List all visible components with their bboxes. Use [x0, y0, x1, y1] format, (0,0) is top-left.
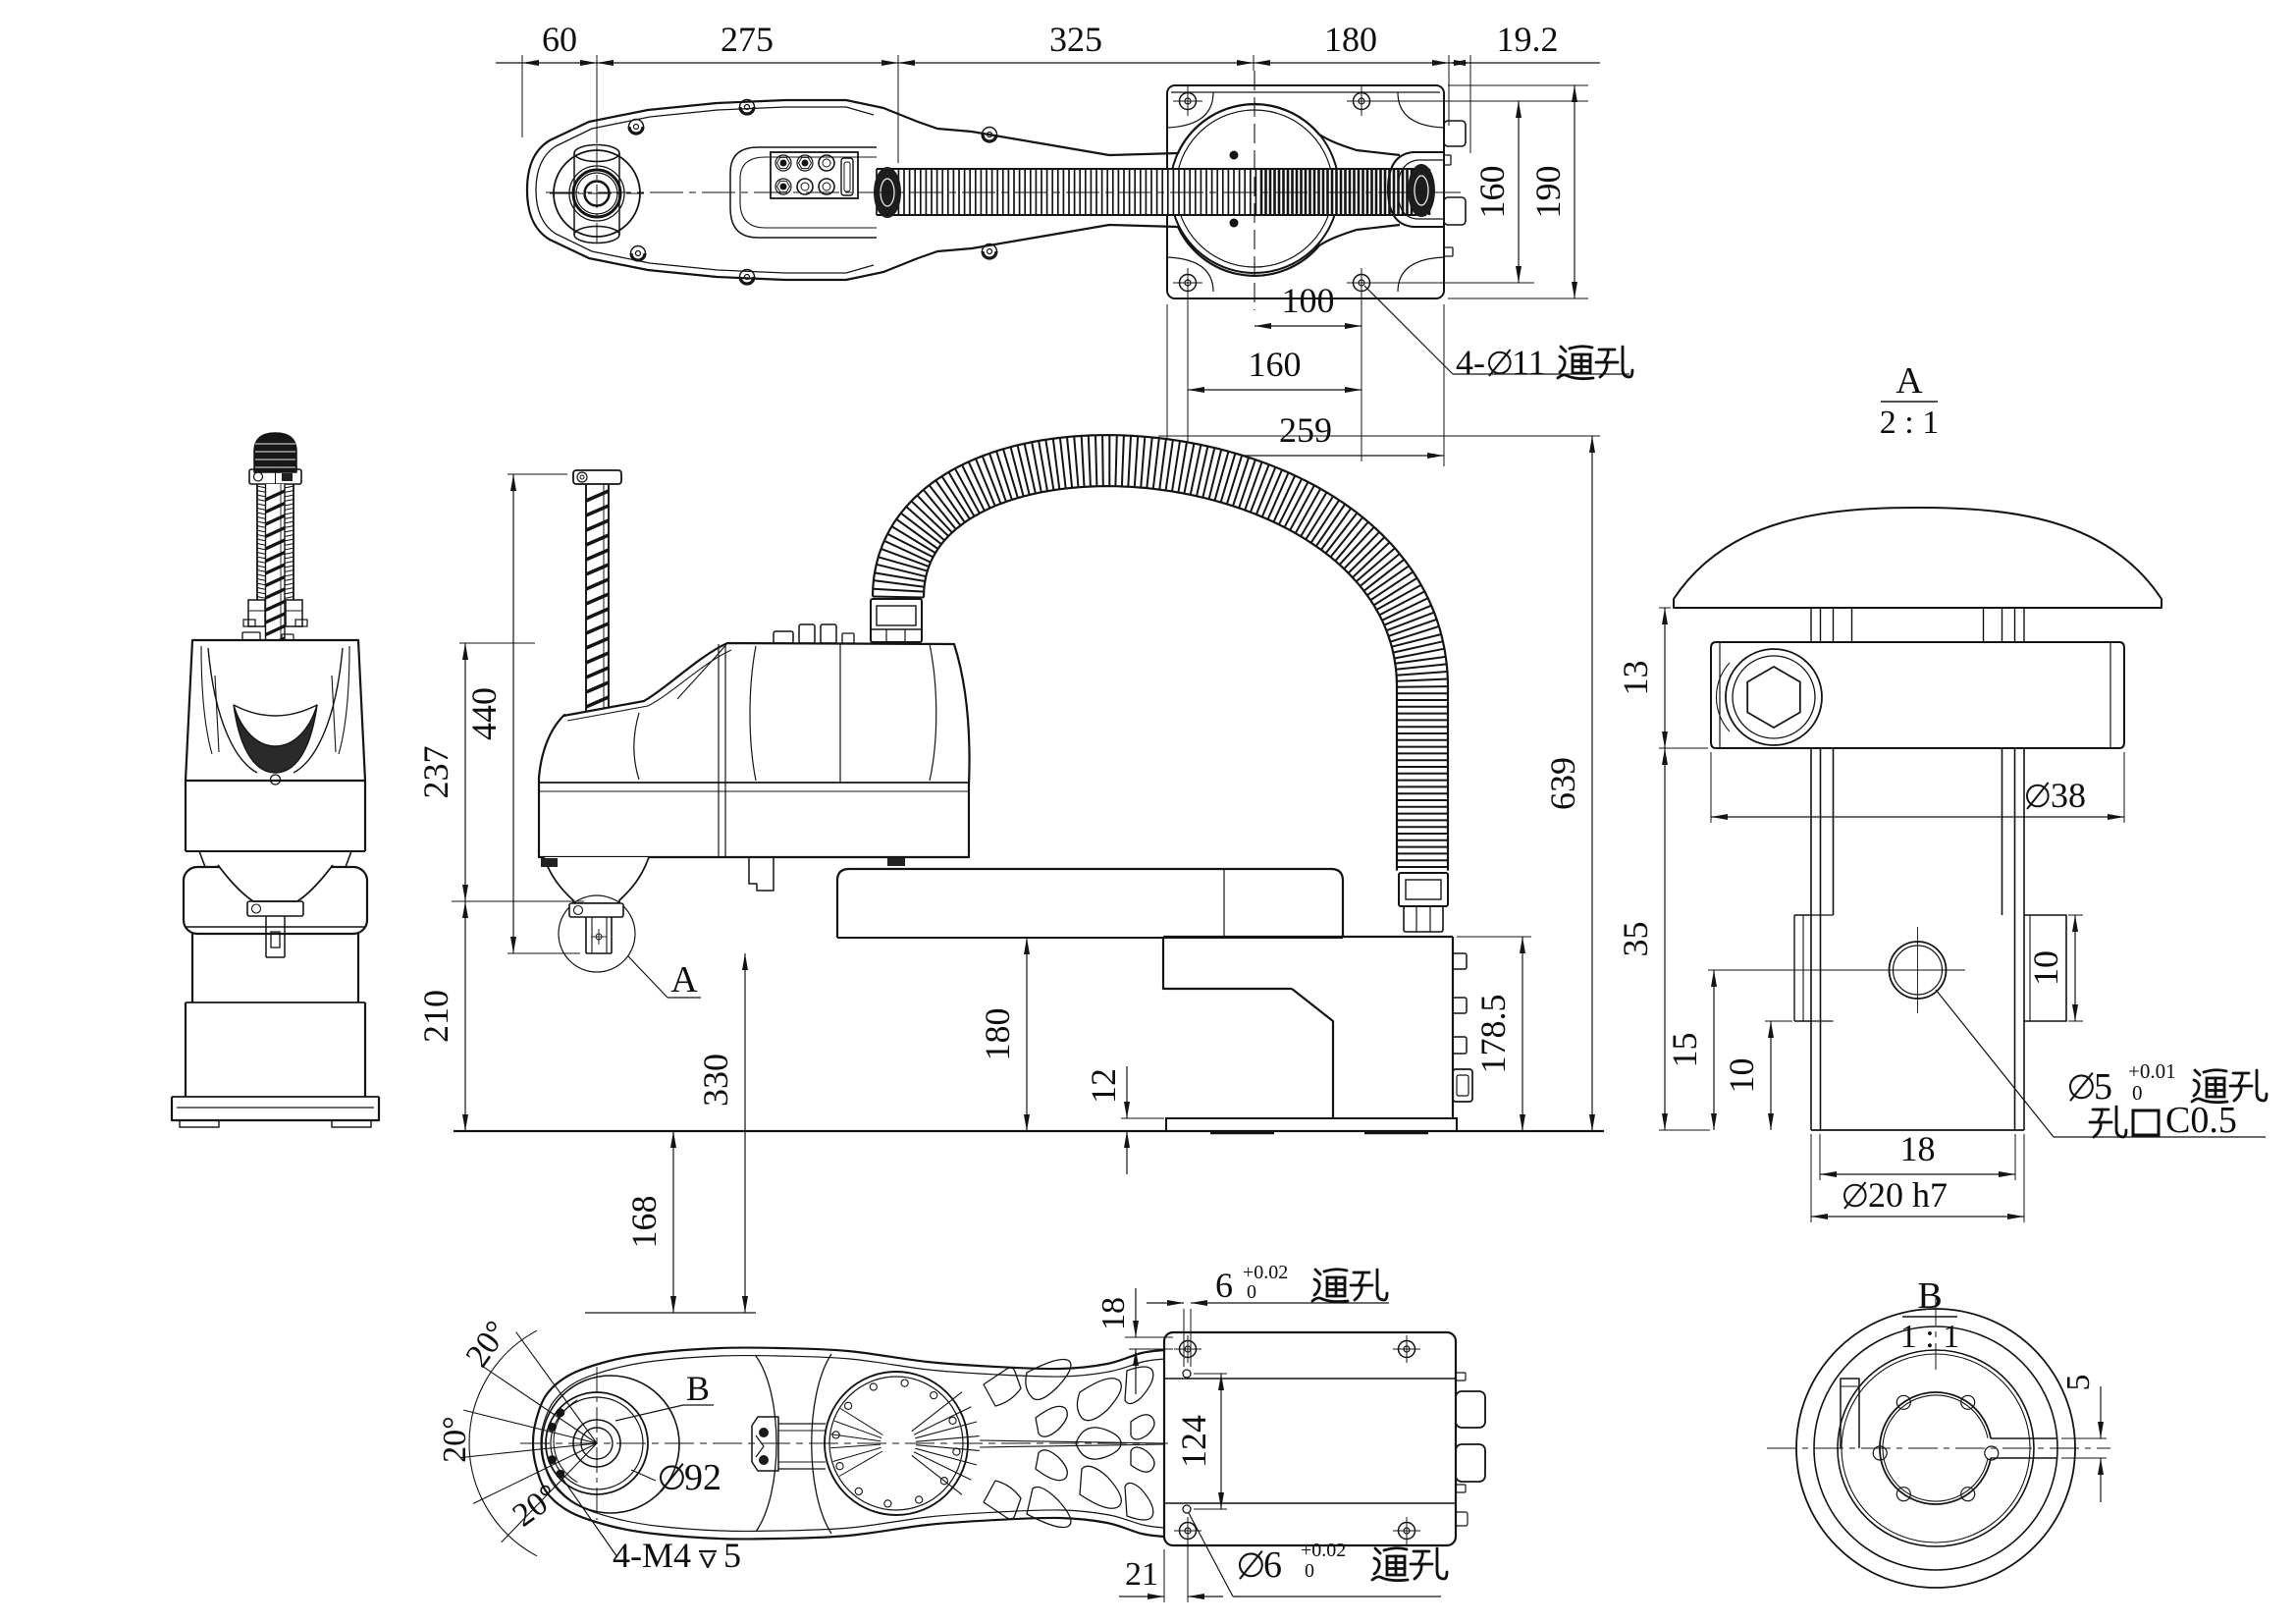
svg-text:100: 100: [1282, 281, 1335, 320]
svg-text:4-M4: 4-M4: [613, 1536, 691, 1575]
svg-text:10: 10: [2026, 950, 2065, 986]
svg-text:0: 0: [1305, 1560, 1314, 1582]
svg-text:+0.02: +0.02: [1301, 1540, 1346, 1561]
svg-text:38: 38: [2051, 776, 2086, 815]
svg-text:10: 10: [1722, 1058, 1761, 1094]
svg-text:6: 6: [1263, 1544, 1282, 1586]
svg-text:5: 5: [2094, 1066, 2112, 1108]
svg-text:+0.01: +0.01: [2128, 1059, 2176, 1083]
svg-text:15: 15: [1665, 1033, 1704, 1068]
svg-text:275: 275: [721, 20, 774, 59]
svg-text:1 : 1: 1 : 1: [1900, 1319, 1959, 1355]
svg-text:330: 330: [696, 1054, 735, 1107]
svg-text:18: 18: [1095, 1297, 1132, 1330]
svg-text:639: 639: [1543, 757, 1582, 810]
svg-text:2 : 1: 2 : 1: [1880, 405, 1939, 441]
svg-text:0: 0: [1247, 1281, 1256, 1303]
svg-text:6: 6: [1215, 1266, 1233, 1305]
svg-text:124: 124: [1174, 1415, 1213, 1468]
svg-text:92: 92: [684, 1457, 721, 1498]
svg-text:160: 160: [1472, 166, 1512, 219]
svg-text:12: 12: [1084, 1068, 1123, 1104]
svg-text:11: 11: [1512, 343, 1546, 382]
svg-text:+0.02: +0.02: [1243, 1262, 1288, 1283]
svg-text:178.5: 178.5: [1473, 995, 1513, 1074]
svg-text:B: B: [1917, 1275, 1942, 1317]
svg-text:20 h7: 20 h7: [1868, 1175, 1948, 1215]
svg-text:0: 0: [2132, 1081, 2143, 1105]
svg-text:5: 5: [2060, 1375, 2097, 1391]
svg-text:21: 21: [1125, 1556, 1158, 1593]
svg-text:180: 180: [978, 1008, 1017, 1061]
svg-text:190: 190: [1528, 166, 1568, 219]
svg-text:440: 440: [464, 687, 504, 740]
svg-text:325: 325: [1049, 20, 1102, 59]
svg-text:4-: 4-: [1456, 343, 1485, 382]
svg-text:180: 180: [1324, 20, 1377, 59]
svg-text:A: A: [670, 959, 698, 1001]
svg-text:18: 18: [1900, 1129, 1936, 1168]
svg-text:20°: 20°: [437, 1416, 473, 1463]
svg-text:237: 237: [416, 746, 455, 799]
svg-text:60: 60: [542, 20, 577, 59]
svg-text:160: 160: [1249, 345, 1302, 384]
svg-text:B: B: [686, 1369, 710, 1408]
svg-text:19.2: 19.2: [1497, 20, 1559, 59]
svg-text:259: 259: [1279, 410, 1332, 450]
svg-text:168: 168: [624, 1196, 664, 1249]
svg-text:C0.5: C0.5: [2165, 1100, 2237, 1141]
svg-text:210: 210: [416, 990, 455, 1043]
svg-text:13: 13: [1616, 661, 1655, 696]
svg-text:35: 35: [1616, 922, 1655, 957]
svg-text:A: A: [1896, 360, 1923, 402]
svg-text:5: 5: [723, 1536, 741, 1575]
